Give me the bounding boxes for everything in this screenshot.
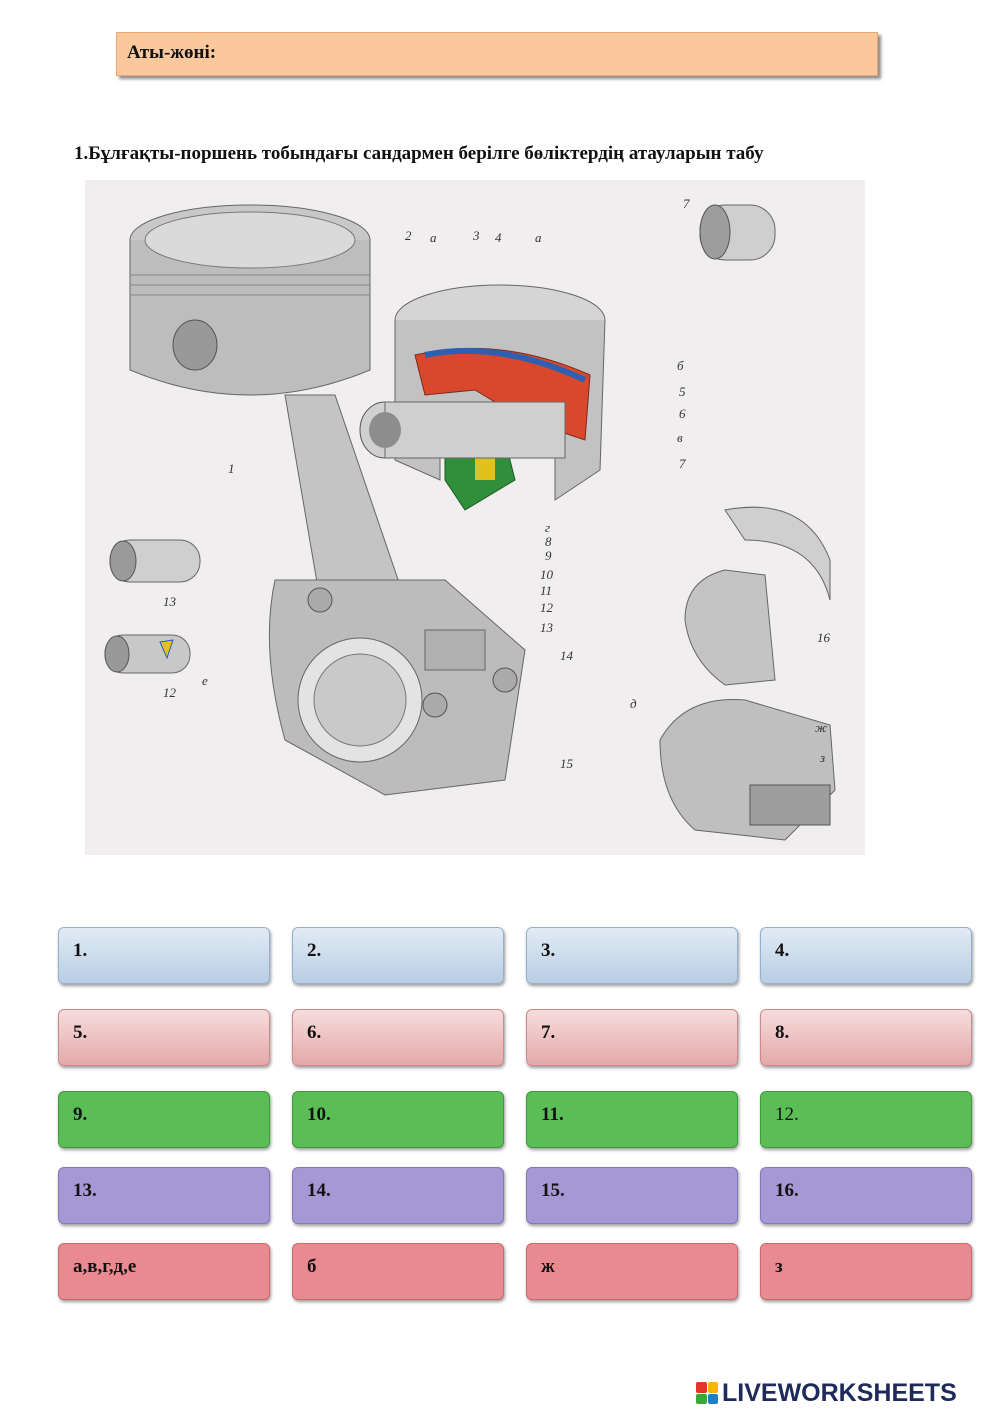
callout: 8 <box>545 534 552 549</box>
callout: 13 <box>540 620 554 635</box>
callout: 1 <box>228 461 235 476</box>
callout: д <box>630 696 637 711</box>
piston-sectioned <box>359 284 606 511</box>
answer-box-11[interactable]: 11. <box>526 1091 738 1148</box>
callout: 12 <box>163 685 177 700</box>
callout: ж <box>815 720 827 735</box>
answer-box-15[interactable]: 15. <box>526 1167 738 1224</box>
callout: а <box>535 230 542 245</box>
answer-box-16[interactable]: 16. <box>760 1167 972 1224</box>
callout: 12 <box>540 600 554 615</box>
logo-icon <box>696 1382 718 1404</box>
callout: 11 <box>540 583 552 598</box>
callout: 5 <box>679 384 686 399</box>
answer-box-8[interactable]: 8. <box>760 1009 972 1066</box>
answer-box-zh[interactable]: ж <box>526 1243 738 1300</box>
callout: 10 <box>540 567 554 582</box>
callout-labels: 1 2 а 3 4 а 7 б 5 6 в 7 г 8 9 10 11 12 1… <box>163 196 831 771</box>
answer-box-7[interactable]: 7. <box>526 1009 738 1066</box>
callout: 2 <box>405 228 412 243</box>
liveworksheets-logo: LIVEWORKSHEETS <box>696 1378 957 1408</box>
answer-box-10[interactable]: 10. <box>292 1091 504 1148</box>
callout: б <box>677 358 684 373</box>
connecting-rod <box>268 394 526 796</box>
callout: 6 <box>679 406 686 421</box>
callout: 3 <box>472 228 480 243</box>
answer-box-9[interactable]: 9. <box>58 1091 270 1148</box>
answer-box-z[interactable]: з <box>760 1243 972 1300</box>
callout: 7 <box>683 196 690 211</box>
callout: 15 <box>560 756 574 771</box>
task-title: 1.Бұлғақты-поршень тобындағы сандармен б… <box>74 143 764 164</box>
answer-box-4[interactable]: 4. <box>760 927 972 984</box>
callout: е <box>202 673 208 688</box>
callout: 13 <box>163 594 177 609</box>
answer-box-2[interactable]: 2. <box>292 927 504 984</box>
answer-box-12[interactable]: 12. <box>760 1091 972 1148</box>
answer-box-6[interactable]: 6. <box>292 1009 504 1066</box>
callout: 7 <box>679 456 686 471</box>
answer-box-14[interactable]: 14. <box>292 1167 504 1224</box>
callout: а <box>430 230 437 245</box>
callout: 16 <box>817 630 831 645</box>
callout: з <box>819 750 825 765</box>
diagram-svg: 1 2 а 3 4 а 7 б 5 6 в 7 г 8 9 10 11 12 1… <box>104 196 836 841</box>
piston-pins-left <box>104 539 201 674</box>
callout: в <box>677 430 683 445</box>
answer-box-5[interactable]: 5. <box>58 1009 270 1066</box>
answer-box-1[interactable]: 1. <box>58 927 270 984</box>
piston-left <box>129 204 371 396</box>
logo-text: LIVEWORKSHEETS <box>722 1378 957 1407</box>
answer-box-letters[interactable]: а,в,г,д,е <box>58 1243 270 1300</box>
name-label: Аты-жөні: <box>127 42 217 63</box>
bushing <box>699 204 776 261</box>
callout: 4 <box>495 230 502 245</box>
connecting-rod-piston-diagram: 1 2 а 3 4 а 7 б 5 6 в 7 г 8 9 10 11 12 1… <box>85 180 865 855</box>
name-field[interactable]: Аты-жөні: <box>116 32 878 76</box>
answer-box-3[interactable]: 3. <box>526 927 738 984</box>
callout: г <box>545 520 550 535</box>
bearing-shells <box>659 506 836 841</box>
callout: 9 <box>545 548 552 563</box>
answer-box-b[interactable]: б <box>292 1243 504 1300</box>
callout: 14 <box>560 648 574 663</box>
answer-box-13[interactable]: 13. <box>58 1167 270 1224</box>
